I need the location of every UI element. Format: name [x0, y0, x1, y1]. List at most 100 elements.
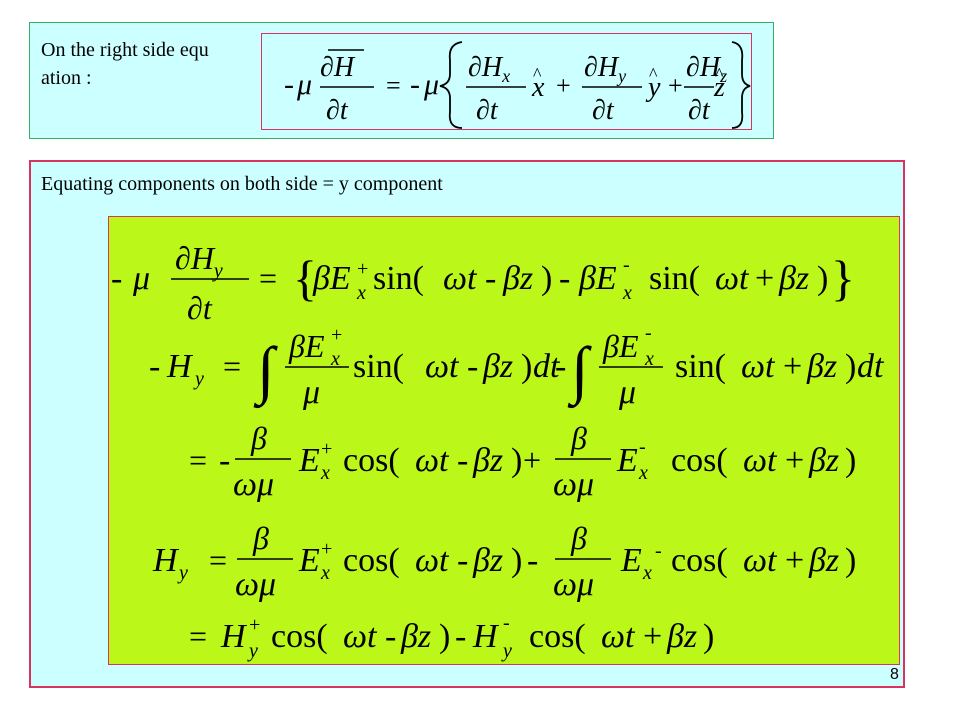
svg-text:βz: βz	[400, 618, 431, 655]
svg-text:^: ^	[715, 64, 724, 84]
svg-text:x: x	[622, 282, 632, 304]
svg-text:E: E	[616, 442, 638, 479]
svg-text:cos(: cos(	[529, 618, 586, 655]
svg-text:∫: ∫	[567, 334, 592, 409]
top-equation-box: - μ ∂H ∂t = - μ ∂Hx ∂t x ^ + ∂Hy ∂t y ^ …	[261, 33, 752, 130]
svg-text:-: -	[457, 442, 468, 479]
equation-line-4: H y = β ωμ E + x cos( ωt - βz ) - β ωμ E…	[152, 520, 856, 603]
top-equation: - μ ∂H ∂t = - μ ∂Hx ∂t x ^ + ∂Hy ∂t y ^ …	[284, 41, 751, 129]
svg-text:-: -	[485, 260, 496, 297]
top-callout-text: On the right side equ ation :	[41, 36, 266, 92]
svg-text:-: -	[410, 68, 420, 101]
svg-text:βE: βE	[288, 328, 325, 364]
svg-text:E: E	[298, 442, 320, 479]
svg-text:): )	[845, 542, 856, 579]
svg-text:H: H	[152, 542, 180, 579]
svg-text:-: -	[149, 348, 160, 385]
svg-text:-: -	[623, 254, 630, 276]
svg-text:x: x	[330, 348, 340, 370]
svg-text:βz: βz	[482, 348, 513, 385]
svg-text:H: H	[220, 618, 248, 655]
svg-text:ωt: ωt	[443, 260, 478, 297]
svg-text:): )	[541, 260, 552, 297]
svg-text:+: +	[249, 614, 260, 636]
svg-text:+: +	[331, 324, 342, 346]
svg-text:-: -	[559, 260, 570, 297]
svg-text:-: -	[645, 322, 652, 344]
main-caption: Equating components on both side = y com…	[41, 173, 443, 195]
svg-text:cos(: cos(	[671, 442, 728, 479]
svg-text:+: +	[357, 258, 368, 280]
svg-text:ωt: ωt	[741, 348, 776, 385]
svg-text:+: +	[755, 260, 774, 297]
svg-text:x: x	[531, 72, 545, 103]
svg-text:+: +	[783, 348, 802, 385]
svg-text:-: -	[284, 68, 294, 101]
svg-text:-: -	[385, 618, 396, 655]
svg-text:-: -	[639, 436, 646, 458]
svg-text:βz: βz	[808, 542, 839, 579]
svg-text:ωt: ωt	[601, 618, 636, 655]
svg-text:z: z	[713, 72, 725, 103]
svg-text:cos(: cos(	[343, 542, 400, 579]
svg-text:βE: βE	[602, 328, 639, 364]
svg-text:ωt: ωt	[715, 260, 750, 297]
svg-text:y: y	[501, 640, 512, 662]
top-callout-line-2: ation :	[41, 67, 92, 89]
svg-text:∂t: ∂t	[592, 95, 615, 126]
derivation-equations: - μ ∂Hy ∂t = { βE + x sin( ωt - βz ) - β…	[111, 240, 885, 662]
svg-text:cos(: cos(	[271, 618, 328, 655]
svg-text:+: +	[785, 542, 804, 579]
svg-text:}: }	[831, 250, 855, 306]
svg-text:∂H: ∂H	[320, 52, 356, 83]
svg-text:-: -	[467, 348, 478, 385]
svg-text:H: H	[166, 348, 194, 385]
svg-text:sin(: sin(	[373, 260, 424, 297]
equation-line-5: = H + y cos( ωt - βz ) - H - y cos( ωt +…	[189, 612, 714, 662]
svg-text:βz: βz	[666, 618, 697, 655]
svg-text:-: -	[457, 542, 468, 579]
svg-text:βz: βz	[806, 348, 837, 385]
svg-text:E: E	[620, 542, 642, 579]
svg-text:y: y	[177, 562, 188, 584]
svg-text:^: ^	[649, 64, 658, 84]
svg-text:∂t: ∂t	[187, 290, 213, 326]
svg-text:): )	[521, 348, 532, 385]
svg-text:-: -	[555, 348, 566, 385]
page-number: 8	[890, 666, 899, 683]
svg-text:x: x	[642, 562, 652, 584]
svg-text:x: x	[320, 562, 330, 584]
svg-text:+: +	[321, 538, 332, 560]
svg-text:μ: μ	[423, 68, 439, 101]
svg-text:sin(: sin(	[649, 260, 700, 297]
svg-text:μ: μ	[132, 260, 150, 297]
svg-text:∂t: ∂t	[688, 95, 711, 126]
svg-text:β: β	[570, 520, 587, 556]
svg-text:E: E	[298, 542, 320, 579]
svg-text:=: =	[209, 542, 227, 578]
svg-text:^: ^	[533, 64, 542, 84]
svg-text:βz: βz	[472, 442, 503, 479]
svg-text:ωμ: ωμ	[233, 466, 274, 503]
svg-text:): )	[439, 618, 450, 655]
svg-text:): )	[845, 348, 856, 385]
svg-text:=: =	[189, 618, 207, 654]
svg-text:{: {	[293, 250, 317, 306]
svg-text:βE: βE	[312, 260, 351, 297]
svg-text:+: +	[321, 438, 332, 460]
svg-text:=: =	[259, 260, 277, 296]
svg-text:x: x	[320, 462, 330, 484]
svg-text:ωμ: ωμ	[235, 566, 276, 603]
svg-text:ωt: ωt	[743, 542, 778, 579]
svg-text:-: -	[219, 442, 230, 479]
svg-text:βE: βE	[578, 260, 617, 297]
svg-text:y: y	[247, 640, 258, 662]
svg-text:x: x	[356, 282, 366, 304]
svg-text:=: =	[189, 442, 207, 478]
svg-text:β: β	[252, 520, 269, 556]
equation-line-1: - μ ∂Hy ∂t = { βE + x sin( ωt - βz ) - β…	[111, 240, 855, 326]
svg-text:μ: μ	[302, 374, 320, 411]
svg-text:ωt: ωt	[425, 348, 460, 385]
svg-text:=: =	[223, 348, 241, 384]
svg-text:+: +	[523, 442, 541, 478]
